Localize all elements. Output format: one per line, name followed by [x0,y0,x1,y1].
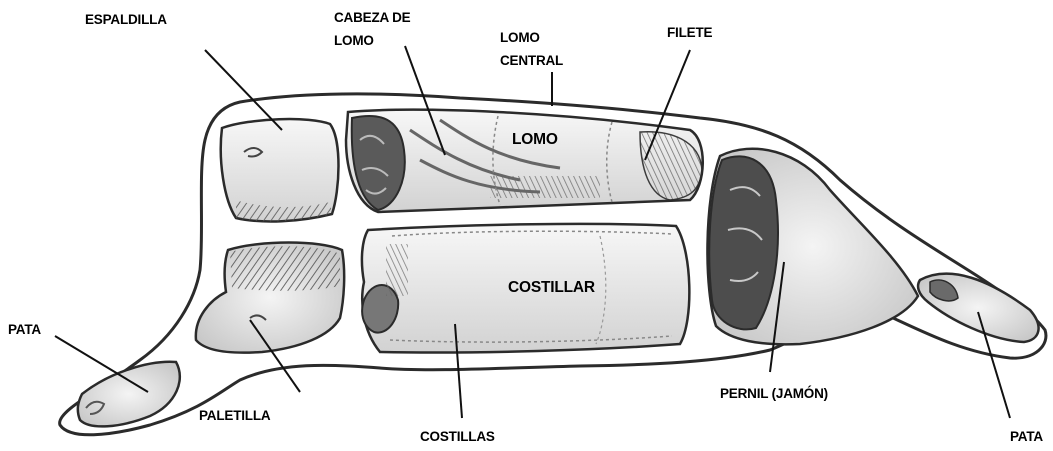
label-lomo-central-line2: CENTRAL [500,53,563,68]
label-lomo: LOMO [512,131,558,148]
pointer-espaldilla [205,50,282,130]
label-costillar: COSTILLAR [508,279,595,296]
label-espaldilla: ESPALDILLA [85,12,167,27]
label-costillas: COSTILLAS [420,429,495,444]
label-pata-right: PATA [1010,429,1043,444]
label-pernil: PERNIL (JAMÓN) [720,386,828,401]
pernil-cut [707,149,918,345]
pata-right-cut [918,274,1038,342]
label-pata-left: PATA [8,322,41,337]
label-filete: FILETE [667,25,712,40]
pata-left-cut [78,362,180,427]
espaldilla-cut [221,119,339,221]
label-cabeza-line1: CABEZA DE [334,10,411,25]
lomo-cut [346,110,703,212]
label-paletilla: PALETILLA [199,408,271,423]
paletilla-cut [196,243,344,353]
label-lomo-central-line1: LOMO [500,30,540,45]
label-cabeza-line2: LOMO [334,33,374,48]
